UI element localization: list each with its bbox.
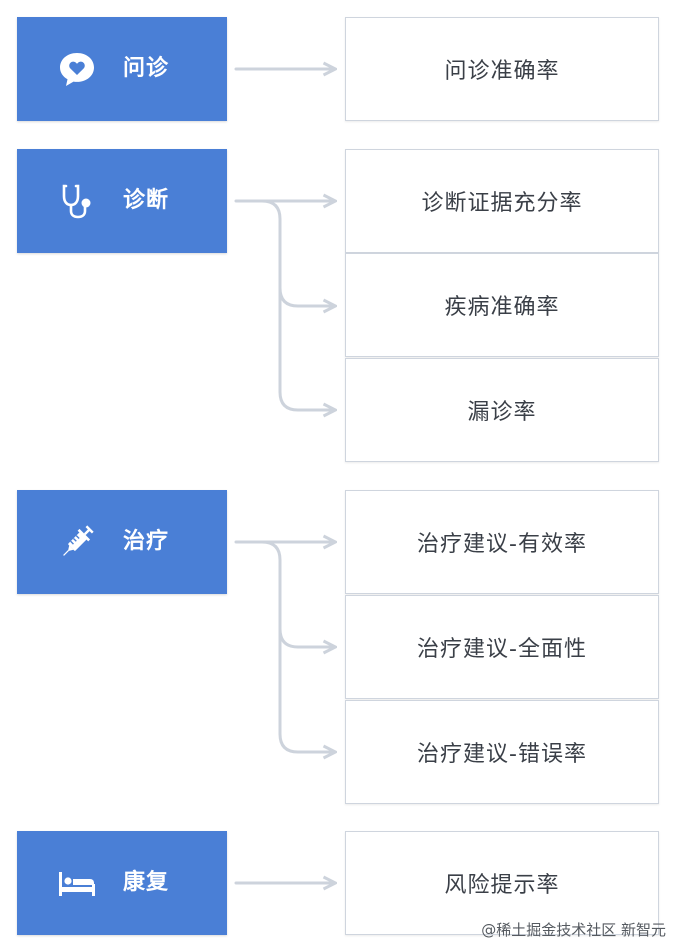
metric-box: 漏诊率 [345, 358, 659, 462]
arrow-treatment-3 [278, 627, 334, 752]
metric-box: 治疗建议-错误率 [345, 700, 659, 804]
stethoscope-icon [57, 181, 97, 221]
arrow-diagnosis-3 [278, 286, 334, 410]
metric-box: 治疗建议-有效率 [345, 490, 659, 594]
category-consultation: 问诊 [17, 17, 227, 121]
metric-box: 风险提示率 [345, 831, 659, 935]
watermark: @稀土掘金技术社区 新智元 [481, 921, 666, 939]
metric-box: 诊断证据充分率 [345, 149, 659, 253]
heart-chat-bubble-icon [57, 49, 97, 89]
category-label: 康复 [123, 870, 170, 895]
bed-icon [57, 863, 97, 903]
category-label: 治疗 [123, 529, 170, 554]
arrow-diagnosis-2 [260, 199, 334, 306]
category-label: 问诊 [123, 56, 170, 81]
category-diagnosis: 诊断 [17, 149, 227, 253]
metric-box: 问诊准确率 [345, 17, 659, 121]
syringe-icon [57, 522, 97, 562]
category-treatment: 治疗 [17, 490, 227, 594]
arrow-treatment-2 [260, 540, 334, 647]
metric-box: 治疗建议-全面性 [345, 595, 659, 699]
category-label: 诊断 [123, 188, 170, 213]
metric-box: 疾病准确率 [345, 253, 659, 357]
category-rehabilitation: 康复 [17, 831, 227, 935]
